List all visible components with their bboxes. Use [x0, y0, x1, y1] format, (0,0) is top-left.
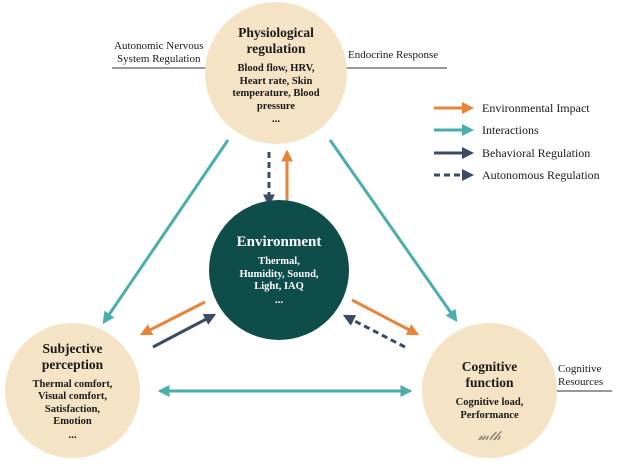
label-endocrine-response: Endocrine Response: [348, 49, 439, 61]
node-details: Cognitive load,Performance: [456, 397, 524, 422]
node-detail-line: Humidity, Sound,: [239, 268, 319, 280]
node-ellipsis: ...: [274, 293, 284, 306]
legend-label: Autonomous Regulation: [482, 167, 600, 182]
node-title: Environment: [237, 234, 322, 250]
legend-arrow-icon: [434, 102, 474, 114]
node-detail-line: pressure: [256, 100, 296, 112]
legend-label: Behavioral Regulation: [482, 145, 591, 160]
node-detail-line: Cognitive load,: [455, 397, 524, 408]
legend-item-environmental-impact: Environmental Impact: [432, 100, 590, 116]
node-title-line: Environment: [236, 234, 322, 251]
node-detail-line: Thermal,: [258, 256, 300, 268]
node-detail-line: Thermal comfort,: [32, 378, 113, 390]
legend-item-autonomous-regulation: Autonomous Regulation: [432, 167, 600, 183]
node-title-line: Subjective: [42, 340, 103, 356]
node-ellipsis: ...: [68, 428, 77, 441]
arrow-physio-to-cognitive: [328, 139, 458, 322]
node-detail-line: Performance: [460, 409, 519, 421]
node-title-line: perception: [41, 356, 104, 372]
node-detail-line: Light, IAQ: [254, 281, 304, 293]
node-title-line: Cognitive: [461, 359, 518, 374]
legend-arrow-icon: [434, 124, 474, 136]
arrow-env-to-cognitive: [351, 298, 420, 336]
legend-arrow-icon: [434, 147, 474, 159]
legend-item-interactions: Interactions: [432, 122, 539, 138]
legend-item-behavioral-regulation: Behavioral Regulation: [432, 145, 590, 161]
node-ellipsis: ...: [271, 113, 281, 125]
label-cognitive-resources: Cognitive Resources: [558, 363, 604, 388]
node-detail-line: Heart rate, Skin: [239, 75, 313, 87]
node-detail-line: temperature, Blood: [232, 88, 320, 99]
arrow-subjective-to-env: [152, 313, 217, 349]
legend-label: Environmental Impact: [482, 100, 590, 115]
legend-label: Interactions: [482, 122, 539, 137]
legend-arrow-icon: [434, 169, 474, 181]
arrow-env-to-subjective: [139, 300, 206, 336]
node-detail-line: Visual comfort,: [37, 391, 107, 402]
arrow-physio-to-subjective: [102, 139, 230, 324]
label-autonomic-nervous-system: Autonomic Nervous System Regulation: [114, 40, 204, 65]
node-detail-line: Emotion: [53, 416, 92, 427]
node-detail-line: Satisfaction,: [44, 403, 101, 415]
node-title-line: regulation: [246, 41, 306, 56]
arrow-cognitive-to-env-dashed: [342, 314, 406, 349]
node-title-line: function: [465, 375, 514, 390]
node-details: Thermal comfort,Visual comfort,Satisfact…: [33, 379, 113, 429]
node-detail-line: Blood flow, HRV,: [237, 63, 315, 74]
node-title-line: Physiological: [238, 25, 314, 40]
node-details: Thermal,Humidity, Sound,Light, IAQ: [239, 256, 318, 294]
signature-scribble: 𝓂𝓉𝒽: [478, 428, 501, 443]
